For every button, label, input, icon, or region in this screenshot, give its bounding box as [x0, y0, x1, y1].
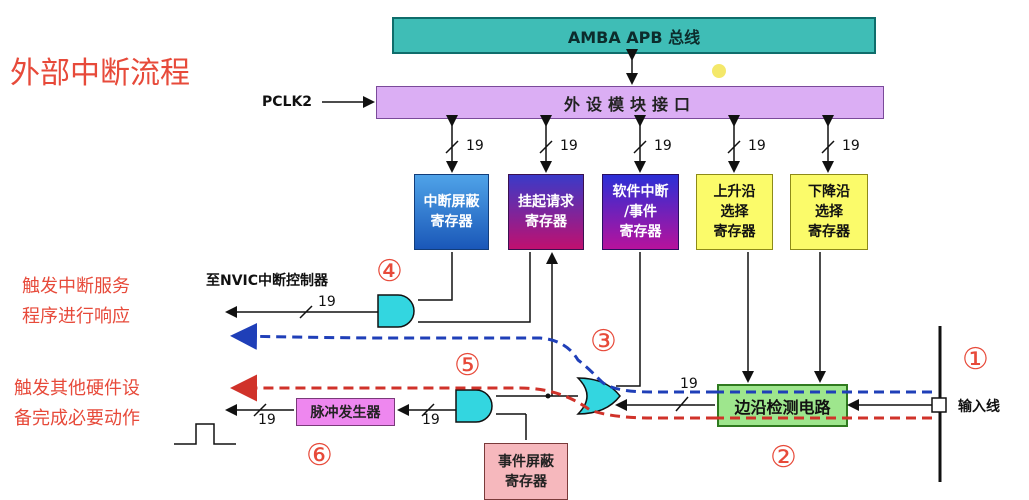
interrupt-mask-register: 中断屏蔽 寄存器 [414, 174, 489, 250]
note-event: 触发其他硬件设 备完成必要动作 [14, 378, 140, 429]
or-gate [576, 377, 621, 415]
width-label-3: 19 [654, 138, 672, 154]
input-line-label: 输入线 [958, 399, 1000, 415]
falling-edge-select-register: 下降沿 选择 寄存器 [790, 174, 868, 250]
cursor-dot [712, 64, 726, 78]
diagram-title: 外部中断流程 [10, 56, 190, 91]
width-label-4: 19 [748, 138, 766, 154]
event-path [236, 388, 932, 420]
amba-apb-bus: AMBA APB 总线 [392, 17, 876, 54]
marker-4: ④ [376, 254, 403, 289]
width-label-pulse-in: 19 [422, 412, 440, 428]
width-label-1: 19 [466, 138, 484, 154]
pulse-generator: 脉冲发生器 [296, 398, 395, 426]
width-label-5: 19 [842, 138, 860, 154]
marker-3: ③ [590, 324, 617, 359]
input-pin [931, 397, 947, 413]
to-nvic-label: 至NVIC中断控制器 [206, 273, 329, 289]
and-gate-event [455, 389, 493, 423]
marker-2: ② [770, 440, 797, 475]
marker-1: ① [962, 342, 989, 377]
note-interrupt: 触发中断服务 程序进行响应 [22, 276, 130, 327]
peripheral-interface: 外设模块接口 [376, 86, 884, 119]
interrupt-path [236, 336, 932, 394]
software-interrupt-event-register: 软件中断 /事件 寄存器 [602, 174, 679, 250]
marker-5: ⑤ [454, 348, 481, 383]
width-label-pulse-out: 19 [258, 412, 276, 428]
marker-6: ⑥ [306, 438, 333, 473]
and-gate-nvic [377, 294, 415, 328]
intmask-to-and1 [418, 252, 453, 301]
pending-to-and1 [418, 252, 531, 323]
width-label-nvic: 19 [318, 294, 336, 310]
width-label-2: 19 [560, 138, 578, 154]
pulse-waveform [174, 423, 236, 445]
rising-edge-select-register: 上升沿 选择 寄存器 [696, 174, 773, 250]
width-label-edge: 19 [680, 376, 698, 392]
swint-to-or [616, 252, 641, 387]
event-mask-register: 事件屏蔽 寄存器 [484, 443, 568, 500]
pending-request-register: 挂起请求 寄存器 [508, 174, 584, 250]
pclk2-label: PCLK2 [262, 94, 313, 110]
